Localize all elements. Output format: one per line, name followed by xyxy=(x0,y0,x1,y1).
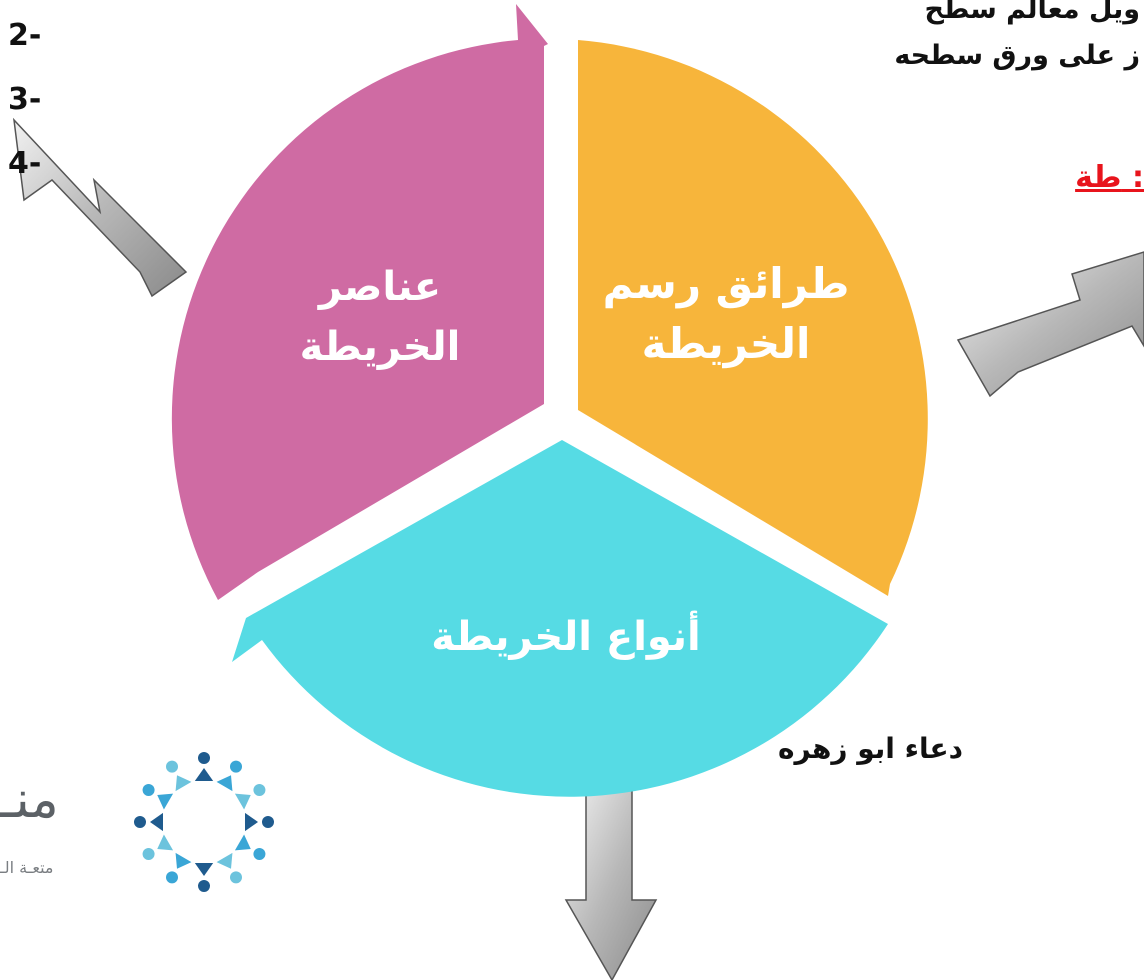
logo-figure xyxy=(166,852,192,884)
label-methods-line2: الخريطة xyxy=(642,319,811,369)
segment-types xyxy=(232,440,888,797)
logo-figure xyxy=(142,784,174,810)
logo-figure xyxy=(194,862,214,892)
arrow-down xyxy=(564,785,658,980)
red-heading: طة : xyxy=(1075,160,1144,195)
logo-figure xyxy=(134,812,164,832)
arrow-upper-left xyxy=(12,117,188,298)
logo-figure xyxy=(166,760,192,792)
label-elements-line1: عناصر xyxy=(317,264,441,310)
logo-figure xyxy=(216,852,242,884)
logo-figure xyxy=(234,784,266,810)
cycle-diagram xyxy=(171,4,928,797)
logo-figure xyxy=(142,834,174,860)
logo-figure xyxy=(234,834,266,860)
number-3: 3- xyxy=(8,82,42,117)
logo-emblem xyxy=(134,752,274,892)
segment-labels: عناصر الخريطة طرائق رسم الخريطة أنواع ال… xyxy=(300,259,850,660)
logo-figure xyxy=(244,812,274,832)
number-4: 4- xyxy=(8,146,42,181)
author-name: دعاء ابو زهره xyxy=(778,732,963,765)
segment-elements xyxy=(171,4,548,600)
top-text-line-1: ويل معالم سطح xyxy=(924,0,1140,25)
arrow-right xyxy=(956,251,1144,398)
logo-name: منـ xyxy=(0,770,59,830)
top-text-line-2: ز على ورق سطحه xyxy=(894,40,1140,71)
logo-figure xyxy=(194,752,214,782)
number-2: 2- xyxy=(8,18,42,53)
logo-tagline: متعـة الـ xyxy=(0,858,54,877)
label-types: أنواع الخريطة xyxy=(431,610,700,660)
label-methods-line1: طرائق رسم xyxy=(603,259,850,309)
logo-figure xyxy=(216,760,242,792)
segment-methods xyxy=(578,40,928,596)
label-elements-line2: الخريطة xyxy=(300,324,461,370)
